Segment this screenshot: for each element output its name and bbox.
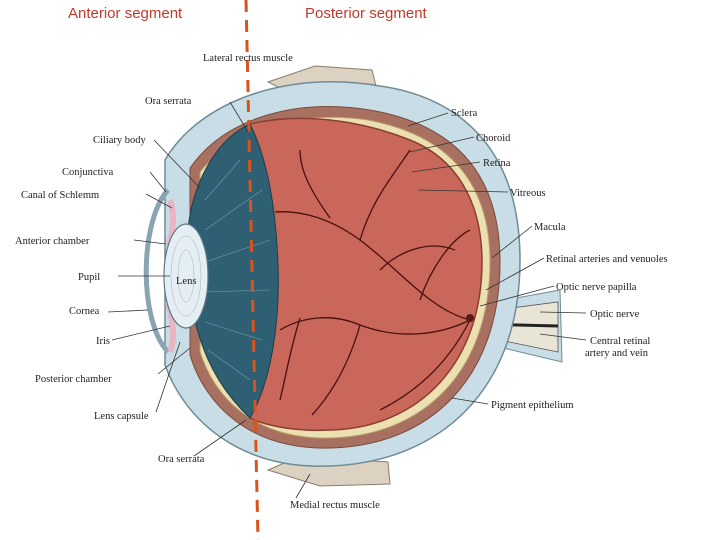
label-canal-of-schlemm: Canal of Schlemm [21, 190, 99, 201]
label-pupil: Pupil [78, 272, 100, 283]
label-optic-nerve-papilla: Optic nerve papilla [556, 282, 637, 293]
label-iris: Iris [96, 336, 110, 347]
optic-disc [466, 314, 474, 322]
label-central-retinal-2: artery and vein [585, 348, 649, 359]
ciliary-body [186, 123, 279, 419]
zonular-fibers [204, 159, 271, 381]
label-conjunctiva: Conjunctiva [62, 167, 114, 178]
lens-label: Lens [176, 276, 196, 287]
label-retina: Retina [483, 158, 511, 169]
retinal-vessels [274, 149, 471, 416]
label-ciliary-body: Ciliary body [93, 135, 147, 146]
label-medial-rectus: Medial rectus muscle [290, 500, 380, 511]
cornea [143, 188, 170, 354]
label-ora-serrata-bottom: Ora serrata [158, 454, 205, 465]
lens-fibers [170, 235, 202, 317]
label-choroid: Choroid [476, 133, 511, 144]
label-lens-capsule: Lens capsule [94, 411, 149, 422]
leader-lines [107, 101, 587, 499]
label-cornea: Cornea [69, 306, 100, 317]
label-retinal-arteries: Retinal arteries and venuoles [546, 254, 668, 265]
posterior-segment-title: Posterior segment [305, 5, 427, 22]
anterior-segment-title: Anterior segment [68, 5, 183, 22]
label-vitreous: Vitreous [510, 188, 546, 199]
label-ora-serrata-top: Ora serrata [145, 96, 192, 107]
vitreous-body [249, 117, 483, 432]
label-posterior-chamber: Posterior chamber [35, 374, 112, 385]
label-central-retinal-1: Central retinal [590, 336, 650, 347]
label-anterior-chamber: Anterior chamber [15, 236, 90, 247]
segment-divider [244, 0, 260, 540]
label-pigment-epithelium: Pigment epithelium [491, 400, 574, 411]
label-macula: Macula [534, 222, 566, 233]
label-optic-nerve: Optic nerve [590, 309, 640, 320]
label-lateral-rectus: Lateral rectus muscle [203, 53, 293, 64]
label-sclera: Sclera [451, 108, 478, 119]
